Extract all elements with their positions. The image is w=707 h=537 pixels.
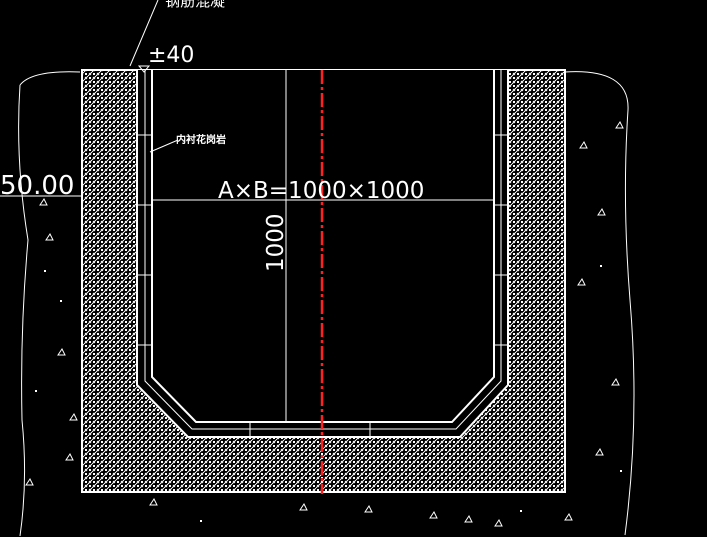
top-title-label: 钢筋混凝 [165,0,225,10]
soil-aggregate-marks [25,121,624,527]
elevation-label: 50.00 [0,171,74,201]
channel-lining-line [151,70,495,423]
concrete-wall-hatch [82,70,565,492]
lining-leader-line [149,139,179,153]
plus-minus-label: ±40 [148,43,194,68]
depth-dimension-label: 1000 [263,213,289,272]
section-size-label: A×B=1000×1000 [218,178,424,204]
top-leader-line [129,0,159,67]
soil-outline [18,71,635,537]
channel-lining-line-2 [144,70,502,430]
lining-joint-ticks [137,134,508,437]
elevation-marker-triangle [137,65,151,73]
soil-dots [35,265,622,522]
lining-material-label: 内衬花岗岩 [176,133,226,146]
channel-outer-wall [136,70,509,438]
